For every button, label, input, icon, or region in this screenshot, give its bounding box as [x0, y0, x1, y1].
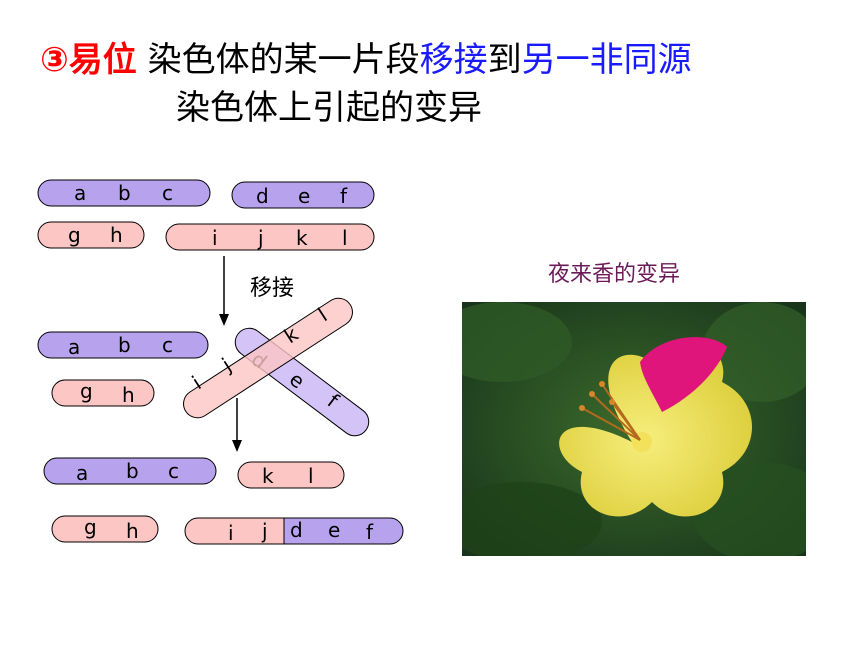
- gene-label: k: [262, 464, 274, 488]
- gene-label: c: [162, 333, 173, 357]
- title-text-1: 染色体的某一片段: [147, 40, 420, 80]
- gene-label: f: [366, 520, 374, 544]
- gene-label: l: [342, 226, 348, 250]
- arrow-down-1: [219, 256, 229, 326]
- chromosome-ijkl-before: i j k l: [165, 223, 375, 251]
- title-label: ③易位: [40, 40, 137, 80]
- chromosome-gh-crossing: g h: [51, 379, 155, 407]
- gene-label: h: [126, 519, 139, 543]
- chromosome-abc-crossing: a b c: [37, 331, 209, 359]
- gene-label: e: [298, 184, 310, 208]
- gene-label: h: [122, 383, 135, 407]
- gene-label: i: [212, 226, 218, 250]
- gene-label: c: [168, 459, 179, 483]
- title-line-2: 染色体上引起的变异: [176, 84, 482, 132]
- gene-label: b: [118, 333, 131, 357]
- chromosome-abc-before: a b c: [37, 179, 211, 207]
- gene-label: d: [256, 184, 269, 208]
- arrow-label: 移接: [250, 276, 294, 301]
- gene-label: e: [328, 518, 340, 542]
- gene-label: c: [162, 181, 173, 205]
- chromosome-ijdef-after: i j d e f: [184, 517, 404, 545]
- title-text-2: 移接: [419, 40, 488, 80]
- gene-label: b: [118, 181, 131, 205]
- gene-label: g: [80, 379, 93, 403]
- chromosome-gh-before: g h: [37, 221, 145, 249]
- gene-label: j: [261, 519, 268, 543]
- gene-label: b: [126, 459, 139, 483]
- title-text-6: 上引起的变异: [278, 88, 482, 128]
- gene-label: a: [68, 335, 80, 359]
- gene-label: g: [68, 223, 81, 247]
- chromosome-def-before: d e f: [231, 181, 375, 209]
- gene-label: a: [76, 461, 88, 485]
- gene-label: k: [296, 226, 308, 250]
- photo-caption: 夜来香的变异: [548, 262, 681, 287]
- gene-label: h: [110, 223, 123, 247]
- title-text-3: 到: [487, 40, 522, 80]
- chromosome-gh-after: g h: [51, 515, 159, 543]
- gene-label: i: [228, 521, 234, 545]
- gene-label: l: [308, 464, 314, 488]
- gene-label: a: [74, 181, 86, 205]
- four-oclock-flower-photo: [462, 302, 806, 556]
- gene-label: g: [84, 515, 97, 539]
- gene-label: f: [340, 184, 348, 208]
- title-text-5: 染色体: [176, 88, 278, 128]
- title-text-4: 另一非同源: [521, 40, 692, 80]
- gene-label: j: [257, 226, 264, 250]
- chromosome-kl-after: k l: [237, 461, 345, 489]
- title-line-1: ③易位 染色体的某一片段移接到另一非同源: [40, 36, 692, 84]
- arrow-down-2: [232, 398, 242, 452]
- gene-label: d: [290, 518, 303, 542]
- chromosome-abc-after: a b c: [43, 457, 217, 485]
